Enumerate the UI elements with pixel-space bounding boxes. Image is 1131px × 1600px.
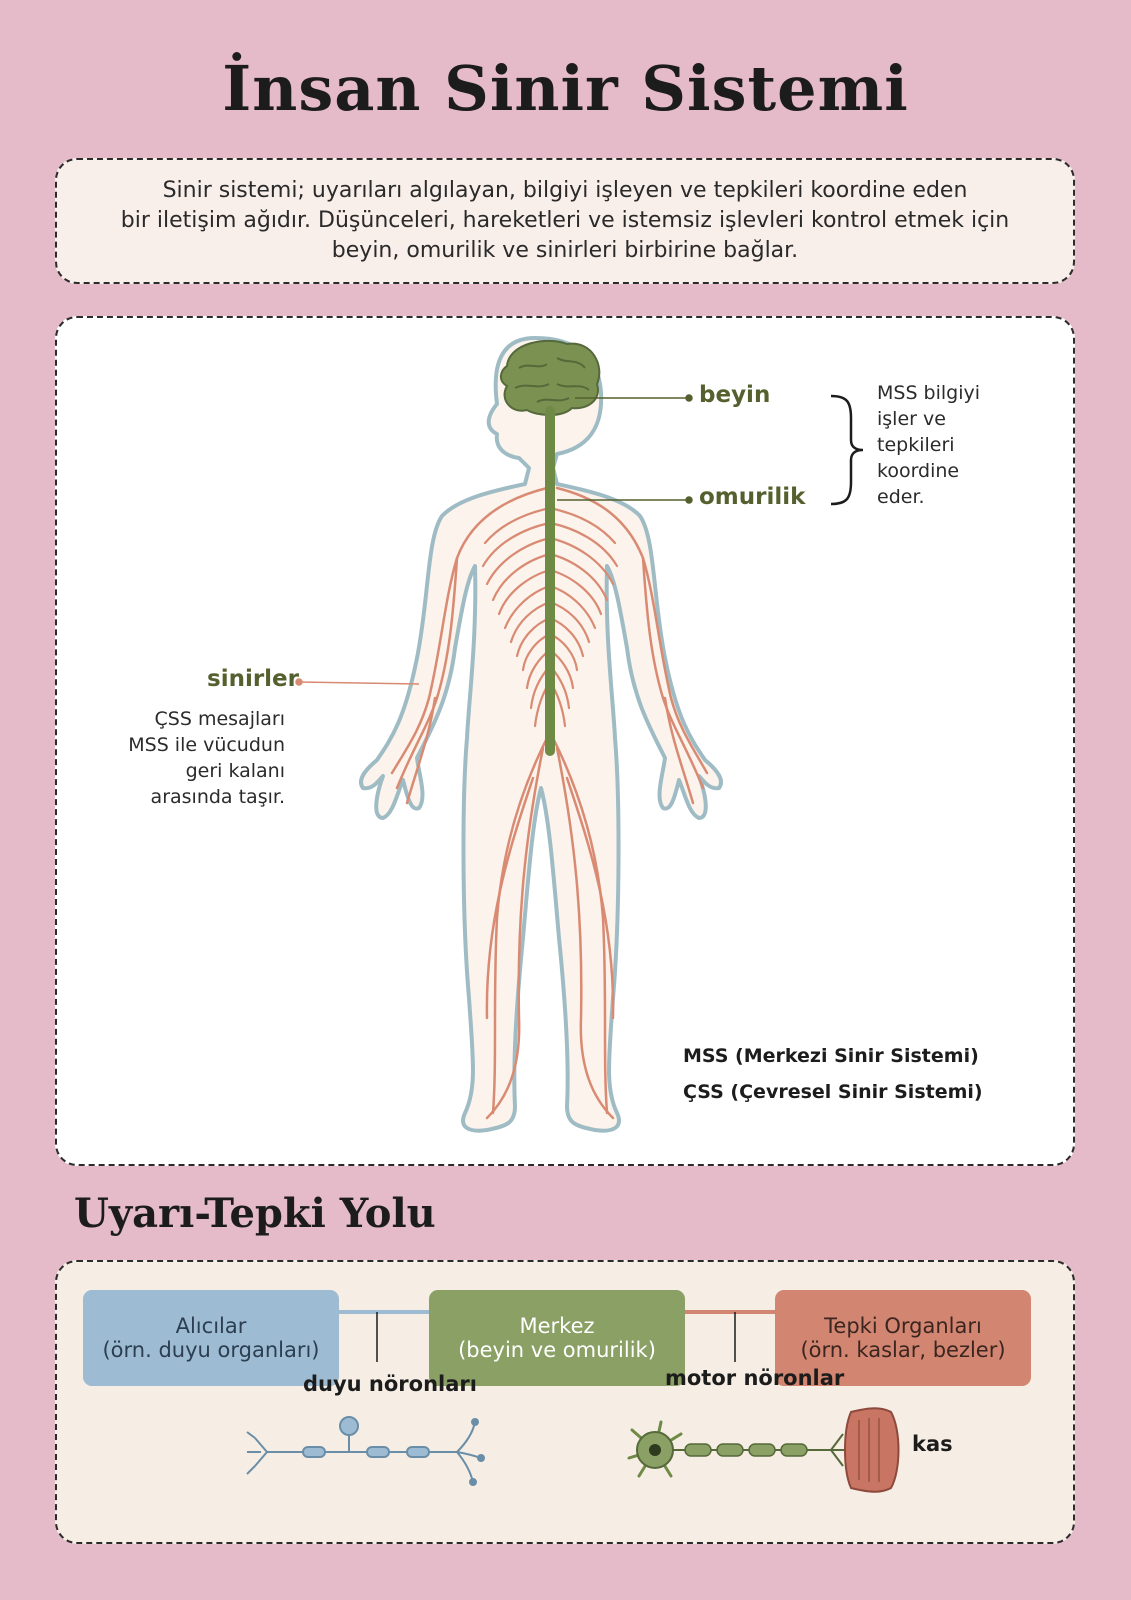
brain-shape	[500, 339, 601, 416]
spinal-cord-label: omurilik	[699, 484, 806, 510]
legend-pns: ÇSS (Çevresel Sinir Sistemi)	[683, 1081, 983, 1103]
muscle-icon	[844, 1407, 900, 1493]
intro-box: Sinir sistemi; uyarıları algılayan, bilg…	[55, 158, 1075, 284]
motor-neurons-label: motor nöronlar	[665, 1366, 845, 1390]
receptors-box: Alıcılar (örn. duyu organları)	[83, 1290, 339, 1386]
cns-brace	[830, 394, 864, 506]
intro-text: Sinir sistemi; uyarıları algılayan, bilg…	[121, 176, 1009, 266]
pathway-connectors	[246, 1310, 900, 1493]
effectors-box: Tepki Organları (örn. kaslar, bezler)	[775, 1290, 1031, 1386]
central-nervous-system	[500, 339, 601, 756]
legend-cns: MSS (Merkezi Sinir Sistemi)	[683, 1045, 979, 1067]
brain-label: beyin	[699, 382, 771, 408]
page-title: İnsan Sinir Sistemi	[222, 52, 909, 125]
nerve-leader-line	[295, 678, 420, 686]
leader-lines	[557, 394, 693, 504]
pns-note: ÇSS mesajları MSS ile vücudun geri kalan…	[128, 708, 285, 808]
muscle-label: kas	[912, 1432, 953, 1456]
sensory-neurons-label: duyu nöronları	[303, 1372, 477, 1396]
intro-line-2: bir iletişim ağıdır. Düşünceleri, hareke…	[120, 208, 1010, 233]
legend: MSS (Merkezi Sinir Sistemi) ÇSS (Çevrese…	[683, 1038, 983, 1110]
peripheral-nerves	[390, 486, 709, 1120]
stimulus-response-pathway: Alıcılar (örn. duyu organları) Merkez (b…	[55, 1260, 1075, 1544]
nerves-label: sinirler	[207, 666, 299, 692]
intro-line-3: beyin, omurilik ve sinirleri birbirine b…	[331, 238, 799, 263]
pathway-section-title: Uyarı-Tepki Yolu	[74, 1190, 436, 1237]
center-box: Merkez (beyin ve omurilik)	[429, 1290, 685, 1386]
motor-neuron-icon	[627, 1420, 845, 1478]
cns-note: MSS bilgiyi işler ve tepkileri koordine …	[877, 382, 981, 508]
intro-line-1: Sinir sistemi; uyarıları algılayan, bilg…	[162, 178, 968, 203]
sensory-neuron-icon	[246, 1416, 485, 1486]
human-body-illustration	[295, 336, 864, 1133]
spinal-cord	[545, 406, 555, 756]
nervous-system-diagram: beyin omurilik sinirler MSS bilgiyi işle…	[55, 316, 1075, 1166]
